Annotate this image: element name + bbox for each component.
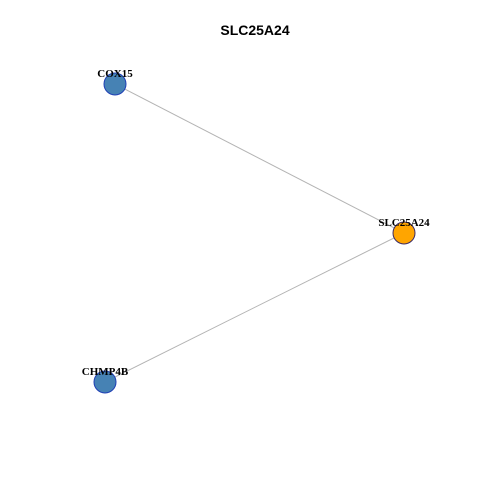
- node-label-cox15: COX15: [97, 68, 133, 80]
- node-circle-chmp4b: [93, 370, 117, 394]
- edges-layer: [104, 83, 405, 383]
- node-label-chmp4b: CHMP4B: [82, 366, 129, 378]
- node-circle-cox15: [103, 72, 127, 96]
- node-label-slc25a24: SLC25A24: [378, 217, 430, 229]
- node-chmp4b: CHMP4B: [82, 366, 129, 394]
- node-cox15: COX15: [97, 68, 133, 96]
- edge-chmp4b-slc25a24: [104, 232, 405, 383]
- node-circle-slc25a24: [392, 221, 416, 245]
- node-slc25a24: SLC25A24: [378, 217, 430, 245]
- edge-cox15-slc25a24: [114, 83, 405, 234]
- diagram-title: SLC25A24: [220, 22, 289, 38]
